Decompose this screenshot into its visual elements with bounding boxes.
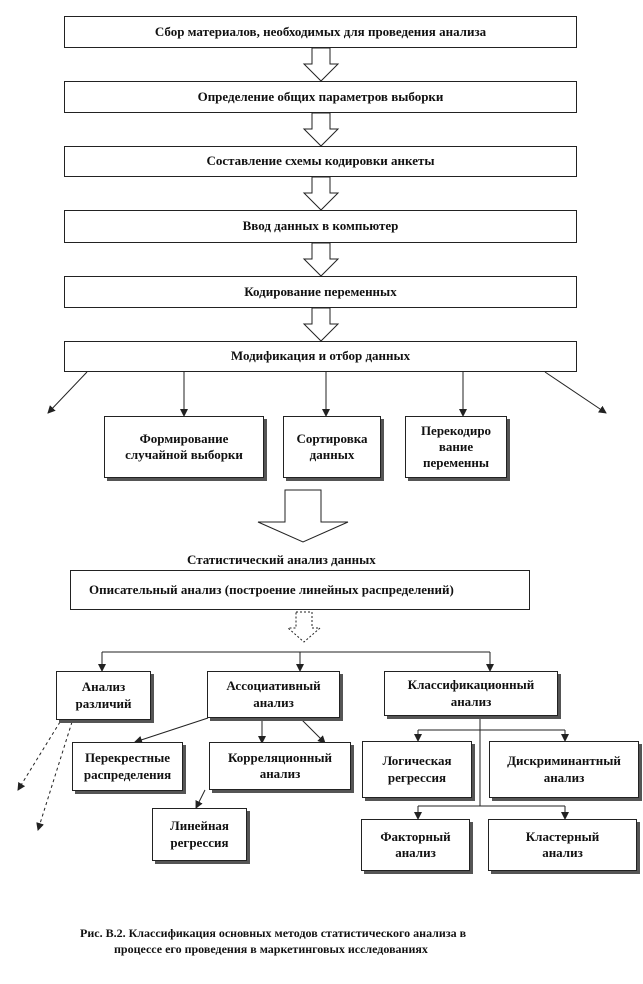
sorting-box: Сортировка данных xyxy=(283,416,381,478)
logistic-regression-box: Логическая регрессия xyxy=(362,741,472,798)
crosstabs-box: Перекрестные распределения xyxy=(72,742,183,791)
dotted-block-arrow xyxy=(286,611,322,643)
discriminant-analysis-box: Дискриминантный анализ xyxy=(489,741,639,798)
random-sample-box: Формирование случайной выборки xyxy=(104,416,264,478)
step-data-entry: Ввод данных в компьютер xyxy=(64,210,577,243)
associative-analysis-box: Ассоциативный анализ xyxy=(207,671,340,718)
descriptive-analysis-box: Описательный анализ (построение линейных… xyxy=(70,570,530,610)
correlation-analysis-box: Корреляционный анализ xyxy=(209,742,351,790)
step-sample-parameters: Определение общих параметров выборки xyxy=(64,81,577,113)
stat-analysis-title: Статистический анализ данных xyxy=(187,552,376,567)
differences-analysis-box: Анализ различий xyxy=(56,671,151,720)
block-arrow-2 xyxy=(302,112,340,147)
step-data-modification: Модификация и отбор данных xyxy=(64,341,577,372)
big-block-arrow xyxy=(257,489,349,543)
block-arrow-1 xyxy=(302,47,340,82)
classification-analysis-box: Классификационный анализ xyxy=(384,671,558,716)
step-variable-coding: Кодирование переменных xyxy=(64,276,577,308)
step-collect-materials: Сбор материалов, необходимых для проведе… xyxy=(64,16,577,48)
block-arrow-4 xyxy=(302,242,340,277)
caption-line-1: Рис. В.2. Классификация основных методов… xyxy=(80,926,467,940)
linear-regression-box: Линейная регрессия xyxy=(152,808,247,861)
recoding-box: Перекодиро вание переменны xyxy=(405,416,507,478)
figure-caption: Рис. В.2. Классификация основных методов… xyxy=(80,925,600,957)
block-arrow-3 xyxy=(302,176,340,211)
block-arrow-5 xyxy=(302,307,340,342)
step-coding-scheme: Составление схемы кодировки анкеты xyxy=(64,146,577,177)
cluster-analysis-box: Кластерный анализ xyxy=(488,819,637,871)
factor-analysis-box: Факторный анализ xyxy=(361,819,470,871)
caption-line-2: процессе его проведения в маркетинговых … xyxy=(114,942,428,957)
